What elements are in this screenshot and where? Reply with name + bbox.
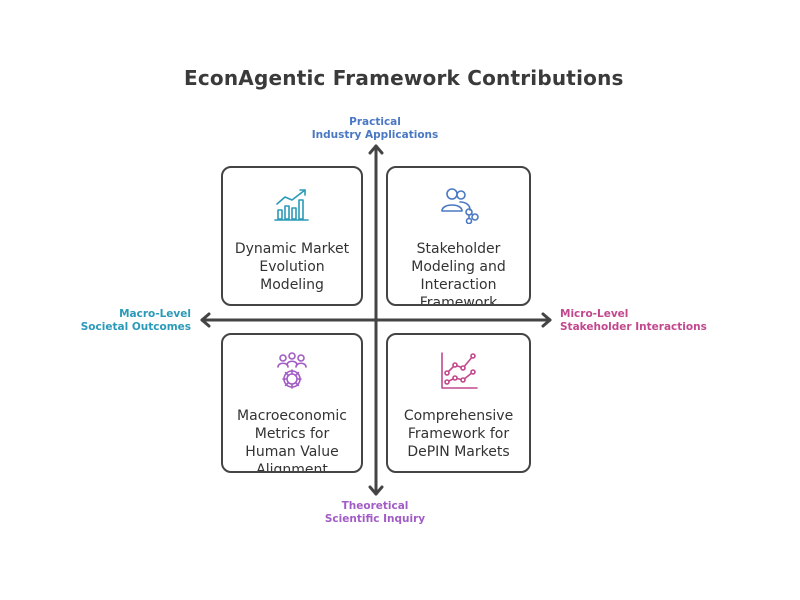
quadrant-bottom-left: Macroeconomic Metrics for Human Value Al…	[221, 333, 363, 473]
line-chart-icon	[440, 352, 478, 389]
quadrant-top-left-text: Dynamic Market Evolution Modeling	[234, 241, 350, 293]
quadrant-top-left: Dynamic Market Evolution Modeling	[221, 166, 363, 306]
people-network-icon	[440, 188, 479, 224]
quadrant-bottom-right-text: Comprehensive Framework for DePIN Market…	[403, 408, 514, 460]
arrow-right-icon	[541, 312, 552, 328]
arrow-up-icon	[368, 144, 384, 155]
quadrant-top-right-text: Stakeholder Modeling and Interaction Fra…	[411, 241, 506, 306]
quadrant-top-right: Stakeholder Modeling and Interaction Fra…	[386, 166, 531, 306]
diagram-title: EconAgentic Framework Contributions	[184, 66, 624, 90]
quadrant-bottom-right: Comprehensive Framework for DePIN Market…	[386, 333, 531, 473]
quadrant-bottom-left-text: Macroeconomic Metrics for Human Value Al…	[237, 408, 347, 473]
people-gear-icon	[277, 352, 307, 389]
bar-chart-trend-icon	[274, 189, 309, 221]
arrow-left-icon	[200, 312, 211, 328]
arrow-down-icon	[368, 485, 384, 496]
